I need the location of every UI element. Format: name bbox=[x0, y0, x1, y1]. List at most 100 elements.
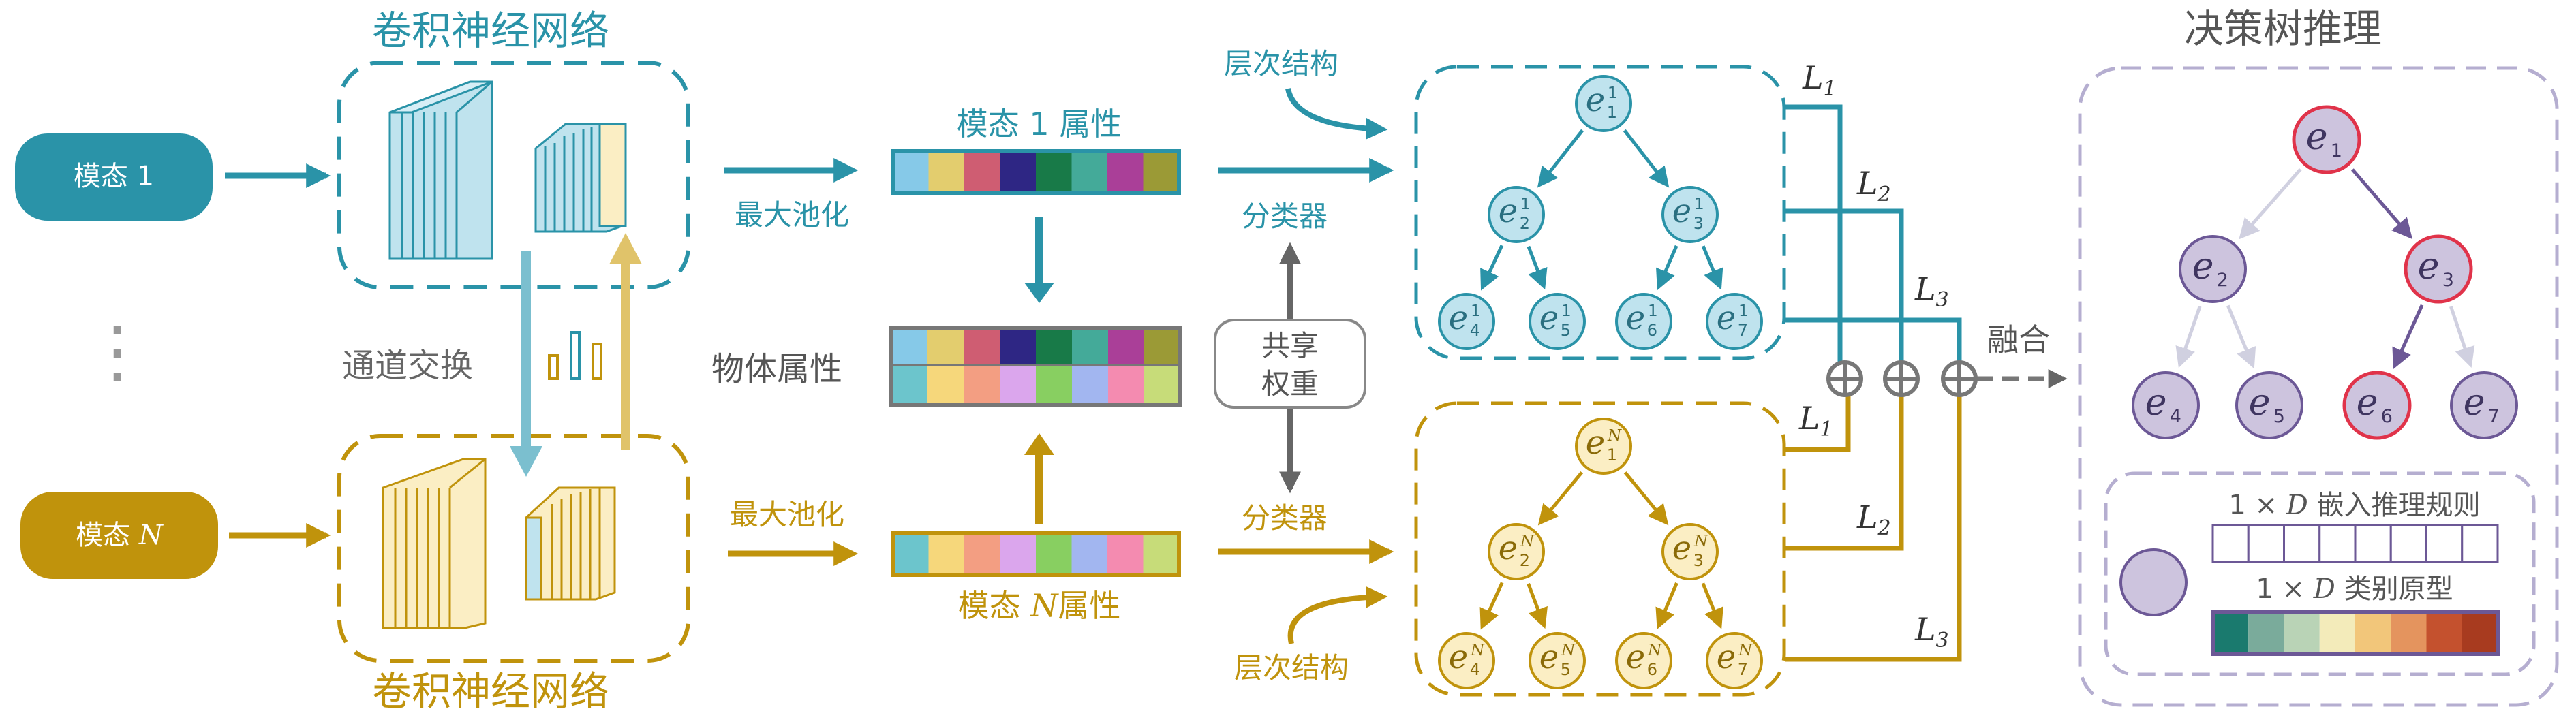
obj-attr-bottom-cell bbox=[1072, 366, 1108, 405]
loss-top-1: L1 bbox=[1802, 59, 1837, 101]
tree-node-sup: 1 bbox=[1520, 195, 1531, 213]
feature-block-top-small bbox=[534, 123, 627, 233]
tree-node-e7 bbox=[2450, 371, 2518, 439]
tree-node-e1 bbox=[1575, 75, 1632, 132]
class-proto-prefix: 1 × bbox=[2256, 573, 2305, 605]
tree-node-label: e bbox=[2249, 380, 2271, 423]
m1-attr-cell bbox=[1143, 151, 1179, 193]
tree-node-label: e bbox=[1449, 638, 1468, 676]
obj-attr-top-cell bbox=[927, 328, 964, 366]
mN-attr-cell bbox=[893, 533, 929, 575]
obj-attr-bottom-cell bbox=[1000, 366, 1036, 405]
tree-node-sub: 2 bbox=[1520, 551, 1530, 570]
tree-node-label: e bbox=[1539, 638, 1559, 676]
modality-n-label: 模态 bbox=[76, 520, 130, 551]
hier-top-arrow bbox=[1285, 88, 1388, 140]
loss-bottom-1: L1 bbox=[1798, 400, 1833, 441]
tree-edge bbox=[1701, 582, 1723, 629]
channel-swap-label: 通道交换 bbox=[342, 347, 473, 385]
tree-edge bbox=[2449, 306, 2475, 368]
m1-attr-cell bbox=[928, 151, 964, 193]
loss-top-2: L2 bbox=[1856, 165, 1891, 206]
embed-rule-var: D bbox=[2286, 490, 2308, 521]
tree-node-label: e bbox=[1449, 299, 1468, 337]
tree-node-sub: 4 bbox=[1470, 660, 1480, 679]
tree-node-sub: 5 bbox=[2273, 406, 2285, 427]
tree-node-e6 bbox=[1615, 632, 1672, 689]
tree-node-e1 bbox=[1575, 418, 1632, 475]
maxpool-top-label: 最大池化 bbox=[735, 198, 849, 232]
feature-block-bottom-small bbox=[525, 486, 616, 601]
tree-node-sup: N bbox=[1647, 642, 1662, 659]
obj-attr-bottom-cell bbox=[1108, 366, 1144, 405]
tree-edge bbox=[1656, 245, 1678, 291]
modalityN-attr-suffix: 属性 bbox=[1058, 587, 1120, 624]
maxpool-bottom-label: 最大池化 bbox=[730, 498, 844, 531]
embed-rule-prefix: 1 × bbox=[2228, 490, 2278, 521]
bar-chart-icon bbox=[548, 331, 602, 380]
obj-attr-top-cell bbox=[1144, 328, 1180, 366]
cnn-bottom-title: 卷积神经网络 bbox=[372, 668, 609, 714]
tree-node-sup: N bbox=[1738, 642, 1753, 659]
tree-node-label: e bbox=[1626, 638, 1645, 676]
tree-node-label: e bbox=[2357, 380, 2378, 423]
tree-edge bbox=[1623, 129, 1670, 188]
obj-attr-top-cell bbox=[1000, 328, 1036, 366]
obj-attr-top-cell bbox=[1072, 328, 1108, 366]
tree-node-sub: 6 bbox=[2381, 406, 2393, 427]
tree-edge bbox=[2175, 306, 2202, 368]
mN-attr-cell bbox=[928, 533, 964, 575]
embed-rule-cell bbox=[2283, 524, 2321, 563]
mN-attr-cell bbox=[1107, 533, 1144, 575]
classifier-bottom-label: 分类器 bbox=[1242, 501, 1328, 535]
tree-node-e5 bbox=[1529, 632, 1586, 689]
tree-edge bbox=[1479, 582, 1504, 630]
tree-node-label: e bbox=[2464, 380, 2485, 423]
prototype-cell bbox=[2284, 612, 2320, 654]
tree-node-sub: 7 bbox=[1738, 660, 1748, 679]
tree-node-label: e bbox=[1586, 81, 1605, 119]
tree-node-sub: 2 bbox=[1520, 214, 1530, 233]
tree-edge bbox=[2351, 168, 2413, 240]
prototype-cell bbox=[2355, 612, 2391, 654]
tree-node-sup: 1 bbox=[1648, 302, 1658, 320]
embed-rule-cell bbox=[2389, 524, 2427, 563]
tree-edge bbox=[1655, 582, 1678, 629]
embed-rule-cell bbox=[2247, 524, 2285, 563]
embed-rule-suffix: 嵌入推理规则 bbox=[2317, 490, 2481, 521]
tree-bottom-box bbox=[1414, 401, 1786, 697]
vertical-dots: ⋮ bbox=[83, 311, 151, 391]
loss-bottom-3: L3 bbox=[1914, 611, 1949, 652]
prototype-cell bbox=[2319, 612, 2355, 654]
tree-edge bbox=[1701, 245, 1723, 290]
tree-node-sup: N bbox=[1561, 642, 1576, 659]
tree-node-e6 bbox=[2342, 371, 2412, 440]
m1-attr-cell bbox=[964, 151, 1000, 193]
tree-edge bbox=[2392, 304, 2424, 370]
tree-node-sub: 5 bbox=[1561, 660, 1571, 679]
tree-node-label: e bbox=[1717, 299, 1736, 337]
tree-node-e3 bbox=[1661, 523, 1719, 580]
tree-node-sub: 6 bbox=[1647, 321, 1657, 340]
modality1-attr-vector bbox=[891, 149, 1181, 195]
tree-node-sub: 2 bbox=[2217, 270, 2228, 291]
cnn-top-box bbox=[337, 61, 690, 289]
tree-node-sub: 3 bbox=[1693, 214, 1704, 233]
shared-weights-line1: 共享 bbox=[1261, 329, 1319, 362]
tree-node-e7 bbox=[1706, 632, 1763, 689]
embed-rule-cell bbox=[2211, 524, 2250, 563]
mN-attr-cell bbox=[1036, 533, 1072, 575]
embed-rule-cell bbox=[2318, 524, 2357, 563]
obj-attr-bottom-cell bbox=[1144, 366, 1180, 405]
object-attr-matrix bbox=[889, 326, 1182, 407]
class-proto-var: D bbox=[2313, 573, 2335, 605]
prototype-box bbox=[2104, 471, 2536, 676]
modalityN-attr-vector bbox=[891, 531, 1181, 577]
tree-node-label: e bbox=[1717, 638, 1736, 676]
tree-node-e2 bbox=[1488, 186, 1545, 243]
object-attr-label: 物体属性 bbox=[711, 350, 842, 388]
tree-node-e6 bbox=[1615, 293, 1672, 350]
cnn-bottom-box bbox=[337, 434, 690, 663]
